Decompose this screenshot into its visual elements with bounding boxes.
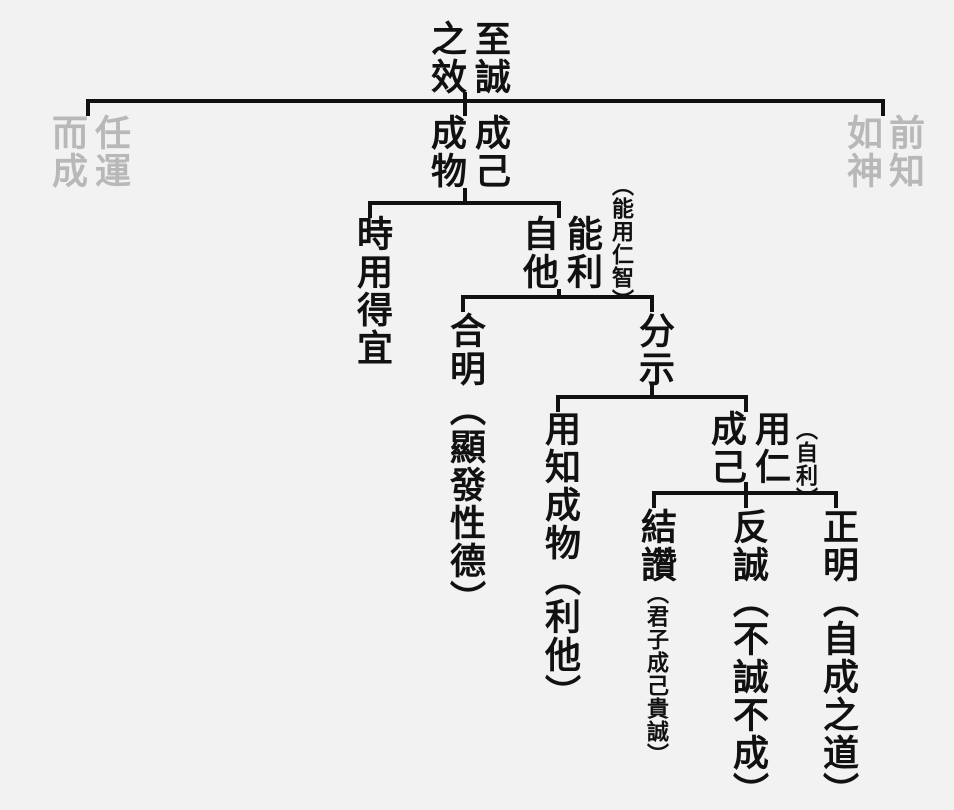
level4-left-note: （利他） [539, 560, 581, 712]
level5-center-note: （不誠不成） [727, 582, 769, 810]
level5-center-node: 反誠 [727, 508, 769, 584]
root-node-line2: 之效 [425, 20, 467, 96]
level4-left-node: 用知成物 [539, 410, 581, 562]
level5-left-node: 結讚 [635, 508, 677, 584]
level3-right-node: 分示 [633, 312, 675, 388]
level4-right-note: （自利） [792, 418, 818, 510]
level5-left-note: （君子成己貴誠） [643, 582, 669, 766]
level2-right-line1: 能利 [561, 215, 603, 291]
level5-right-node: 正明 [817, 508, 859, 584]
level1-left-line1: 任運 [89, 114, 131, 190]
level5-right-note: （自成之道） [817, 582, 859, 810]
level2-right-note: （能用仁智） [608, 174, 634, 312]
level4-right-line2: 成己 [705, 410, 747, 486]
level3-left-node: 合明 [444, 312, 486, 388]
level2-left-node: 時用得宜 [351, 215, 393, 367]
level1-left-line2: 而成 [46, 114, 88, 190]
tree-connectors [86, 92, 885, 508]
level2-right-line2: 自他 [517, 215, 559, 291]
root-node-line1: 至誠 [469, 20, 511, 96]
level1-center-line1: 成己 [469, 114, 511, 190]
level3-left-note: （顯發性德） [444, 390, 486, 618]
level4-right-line1: 用仁 [749, 410, 791, 486]
level1-right-line1: 前知 [883, 114, 925, 190]
level1-right-line2: 如神 [841, 114, 883, 190]
level1-center-line2: 成物 [425, 114, 467, 190]
